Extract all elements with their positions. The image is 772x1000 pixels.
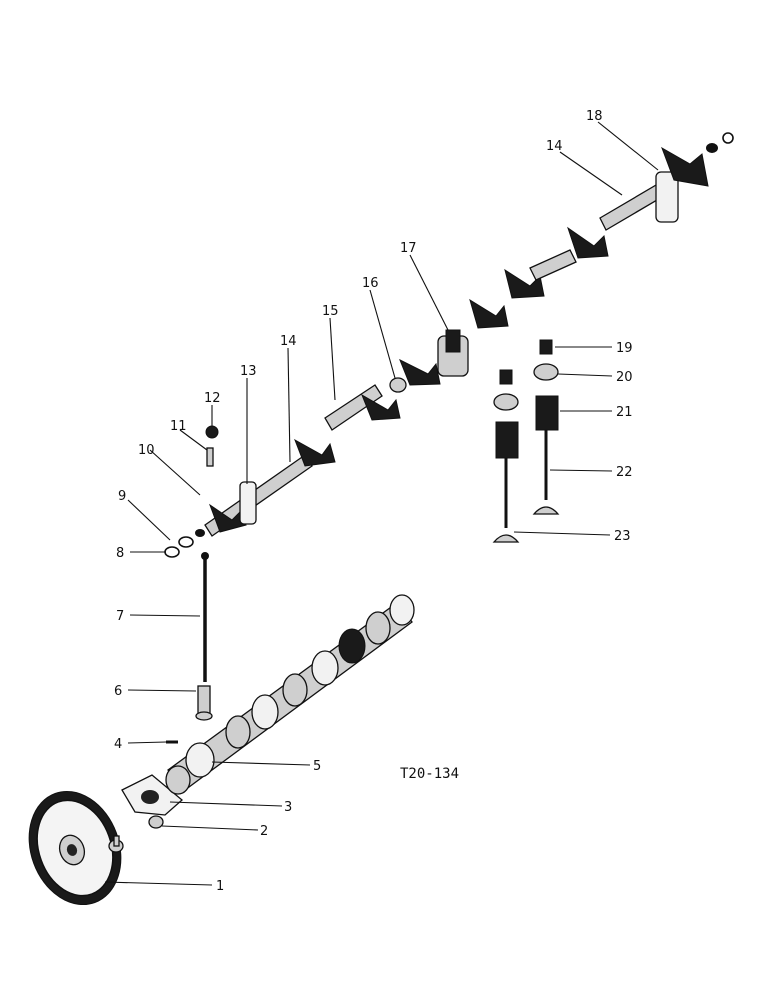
callout-17: 17 xyxy=(400,241,417,256)
callout-3: 3 xyxy=(284,800,292,815)
callout-18: 18 xyxy=(586,109,603,124)
rocker-shaft-right xyxy=(469,132,734,329)
callout-9: 9 xyxy=(118,489,126,504)
callout-16: 16 xyxy=(362,276,379,291)
callout-labels: 1 2 3 4 5 6 7 8 9 10 11 12 13 14 14 15 1… xyxy=(114,109,633,894)
timing-gear xyxy=(28,790,122,906)
callout-8: 8 xyxy=(116,546,124,561)
callout-4: 4 xyxy=(114,737,122,752)
valve-train xyxy=(492,339,560,543)
callout-2: 2 xyxy=(260,824,268,839)
camshaft xyxy=(165,594,415,795)
pin-tappet-pushrod xyxy=(166,552,213,744)
callout-10: 10 xyxy=(138,443,155,458)
callout-22: 22 xyxy=(616,465,633,480)
callout-1: 1 xyxy=(216,879,224,894)
callout-15: 15 xyxy=(322,304,339,319)
callout-6: 6 xyxy=(114,684,122,699)
bolts-and-thrust-plate xyxy=(108,774,183,853)
callout-21: 21 xyxy=(616,405,633,420)
leader-lines xyxy=(104,121,659,886)
callout-13: 13 xyxy=(240,364,257,379)
callout-5: 5 xyxy=(313,759,321,774)
callout-11: 11 xyxy=(170,419,187,434)
drawing-code: T20-134 xyxy=(400,766,459,782)
callout-19: 19 xyxy=(616,341,633,356)
callout-14-left: 14 xyxy=(280,334,297,349)
callout-14-right: 14 xyxy=(546,139,563,154)
callout-12: 12 xyxy=(204,391,221,406)
callout-20: 20 xyxy=(616,370,633,385)
rocker-shaft-left xyxy=(164,329,469,558)
callout-7: 7 xyxy=(116,609,124,624)
callout-23: 23 xyxy=(614,529,631,544)
